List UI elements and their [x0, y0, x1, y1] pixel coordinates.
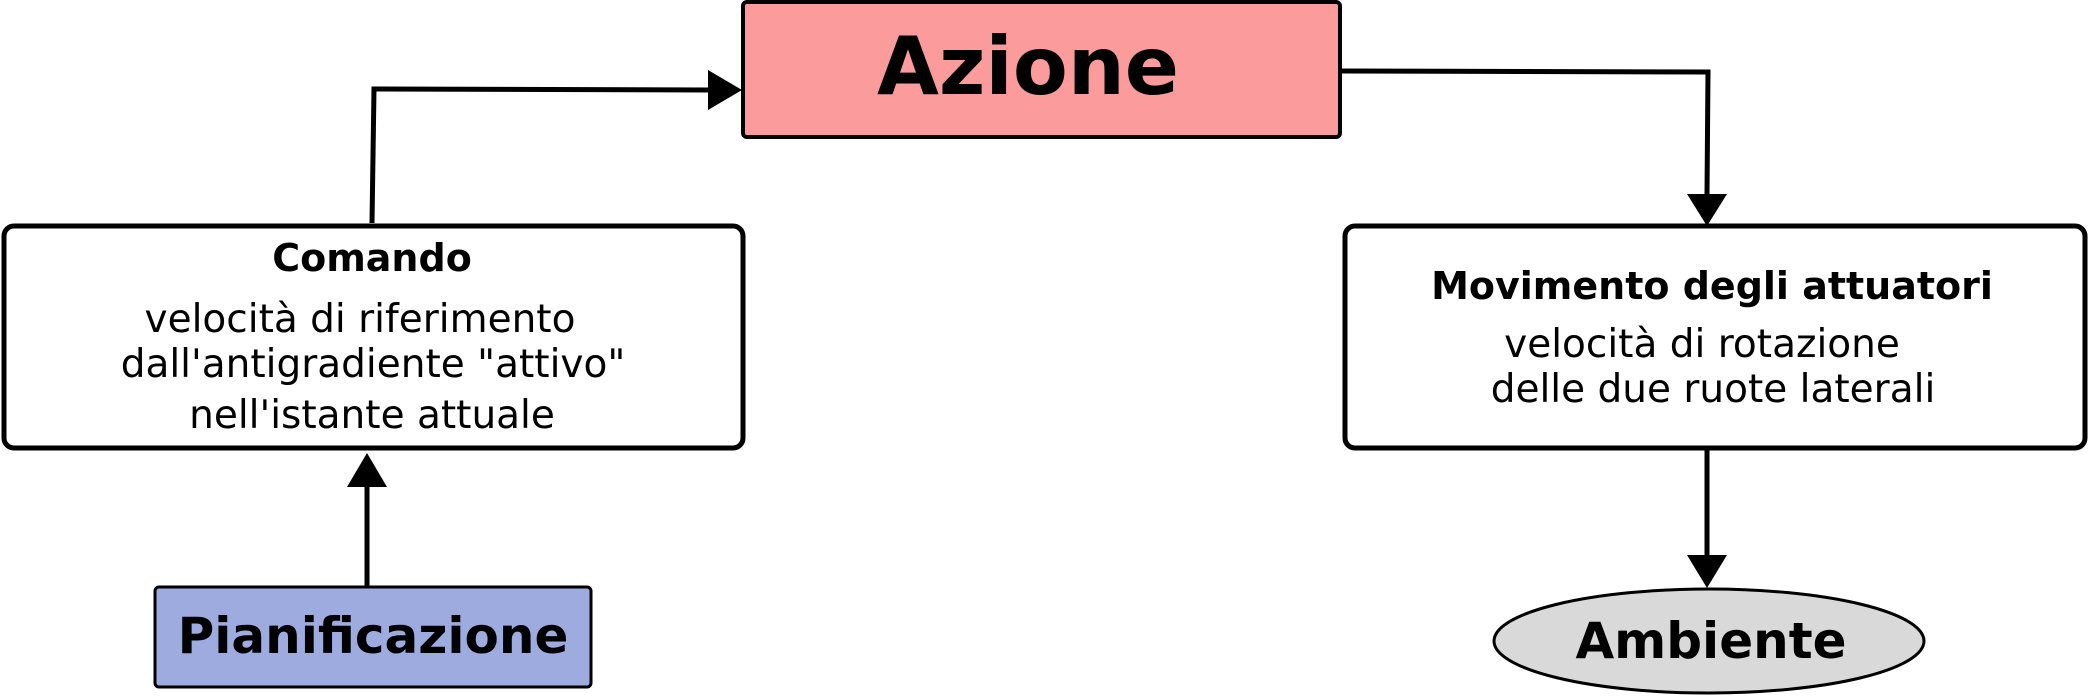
- node-comando-line-3: nell'istante attuale: [189, 393, 555, 438]
- node-comando-line-1: velocità di riferimento: [145, 297, 576, 342]
- node-movimento-title: Movimento degli attuatori: [1431, 264, 1993, 308]
- node-movimento-line-2: delle due ruote laterali: [1491, 367, 1936, 412]
- node-azione-title: Azione: [877, 20, 1179, 113]
- node-pianificazione-title: Pianificazione: [178, 607, 569, 665]
- node-azione-box: [741, 0, 1342, 139]
- connector-comando-to-azione: [369, 70, 742, 224]
- node-comando-box: [1, 223, 746, 451]
- node-comando-line-2: dall'antigradiente "attivo": [121, 342, 626, 387]
- node-movimento-line-1: velocità di rotazione: [1504, 322, 1900, 367]
- node-comando: Comando velocità di riferimento dall'ant…: [1, 223, 746, 451]
- node-ambiente-title: Ambiente: [1575, 612, 1846, 670]
- node-comando-title: Comando: [272, 236, 472, 280]
- node-movimento-attuatori: Movimento degli attuatori velocità di ro…: [1342, 223, 2088, 451]
- connector-pianificazione-to-comando: [347, 453, 387, 587]
- node-ambiente-shape: [1492, 587, 1926, 695]
- node-ambiente: Ambiente: [1492, 587, 1926, 695]
- node-pianificazione: Pianificazione: [153, 585, 593, 689]
- node-movimento-box: [1342, 223, 2088, 451]
- connector-movimento-to-ambiente: [1687, 449, 1727, 588]
- node-pianificazione-box: [153, 585, 593, 689]
- node-azione: Azione: [741, 0, 1342, 139]
- connector-azione-to-movimento: [1339, 68, 1727, 226]
